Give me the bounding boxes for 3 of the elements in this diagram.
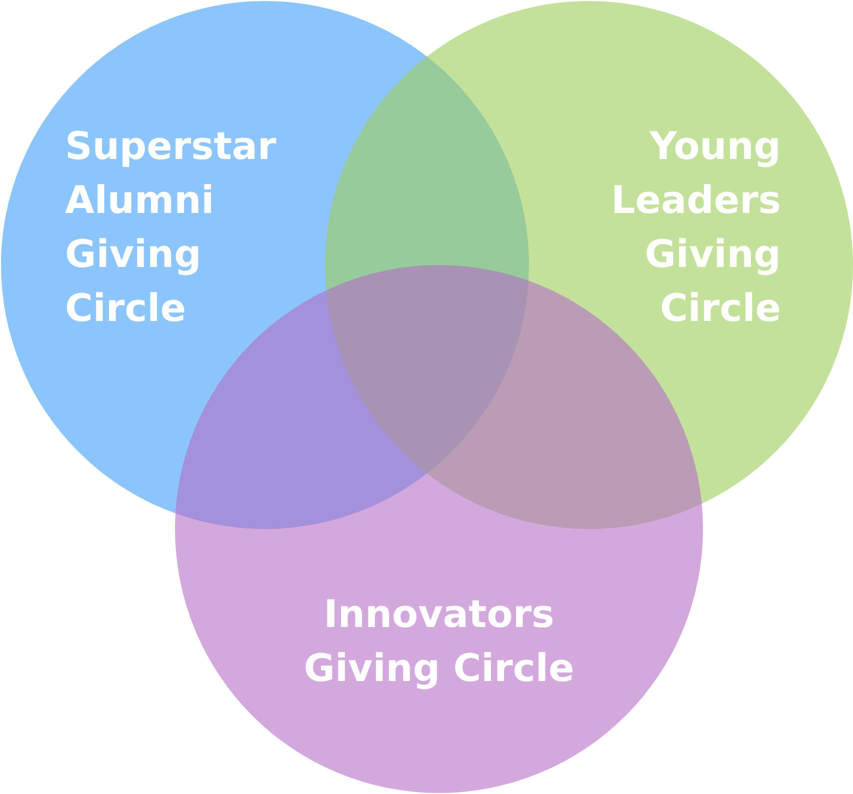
circle-label: Young Leaders Giving Circle [610, 123, 781, 332]
circle-label: Superstar Alumni Giving Circle [65, 123, 278, 332]
circle-label: Innovators Giving Circle [302, 591, 576, 692]
